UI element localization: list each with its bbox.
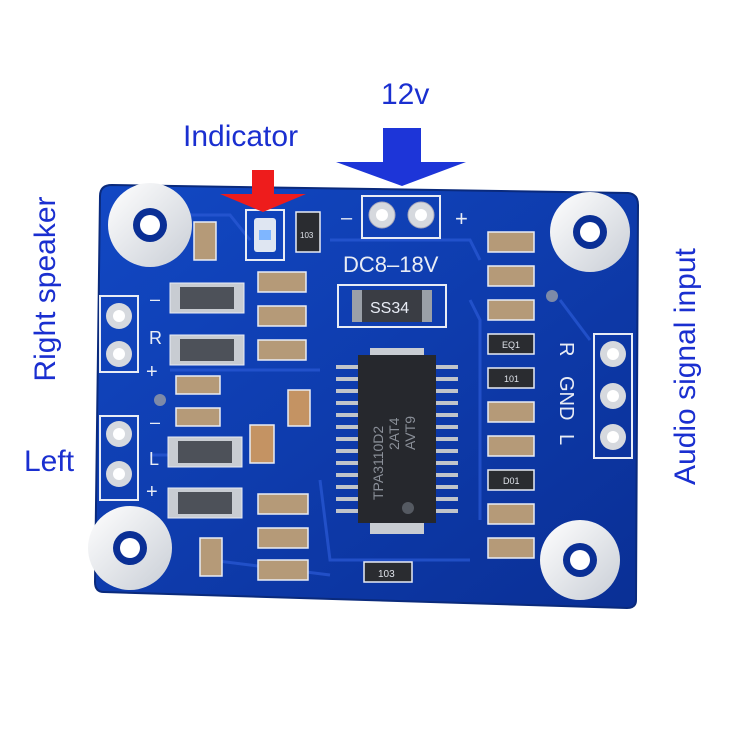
inductors	[167, 282, 245, 519]
silk-spk-r: R	[149, 328, 162, 348]
silk-minus-l: –	[150, 412, 160, 432]
power-input-pads	[361, 195, 441, 239]
mounting-hole-tr	[550, 192, 630, 272]
test-point	[154, 394, 166, 406]
mounting-hole-br	[540, 520, 620, 600]
test-point	[546, 290, 558, 302]
silk-dc-range: DC8–18V	[343, 252, 439, 277]
silk-plus-power: +	[455, 206, 468, 231]
mounting-hole-bl	[88, 506, 172, 590]
chip-label-3: AVT9	[402, 416, 418, 450]
diode-label: SS34	[370, 300, 409, 317]
res-label-103-bottom: 103	[378, 569, 395, 580]
silk-spk-l: L	[149, 449, 159, 469]
silk-plus-l: +	[146, 481, 158, 503]
res-label-101: 101	[504, 374, 519, 384]
indicator-arrow	[220, 170, 306, 212]
res-label-d01: D01	[503, 476, 520, 486]
chip-label-1: TPA3110D2	[370, 426, 386, 500]
mounting-hole-tl	[108, 183, 192, 267]
silk-minus-power: –	[341, 207, 353, 229]
silk-in-l: L	[555, 434, 577, 445]
power-label: 12v	[381, 78, 430, 111]
chip-label-2: 2AT4	[386, 417, 402, 450]
speaker-pads	[99, 295, 139, 501]
res-label-eq1: EQ1	[502, 340, 520, 350]
audio-input-label: Audio signal input	[669, 248, 702, 485]
silk-plus-r: +	[146, 361, 158, 383]
smd-components-right	[487, 231, 535, 559]
left-label: Left	[24, 445, 75, 478]
right-speaker-label: Right speaker	[29, 196, 62, 382]
silk-in-gnd: GND	[555, 376, 577, 420]
power-arrow	[336, 128, 466, 186]
audio-input-pads	[593, 333, 633, 459]
smd-components-left	[175, 211, 413, 583]
silk-in-r: R	[555, 342, 577, 356]
diode-ss34	[337, 284, 447, 328]
silk-minus-r: –	[150, 289, 160, 309]
indicator-label: Indicator	[183, 120, 299, 153]
res-label-103-top: 103	[300, 231, 314, 240]
amplifier-chip	[336, 348, 458, 534]
